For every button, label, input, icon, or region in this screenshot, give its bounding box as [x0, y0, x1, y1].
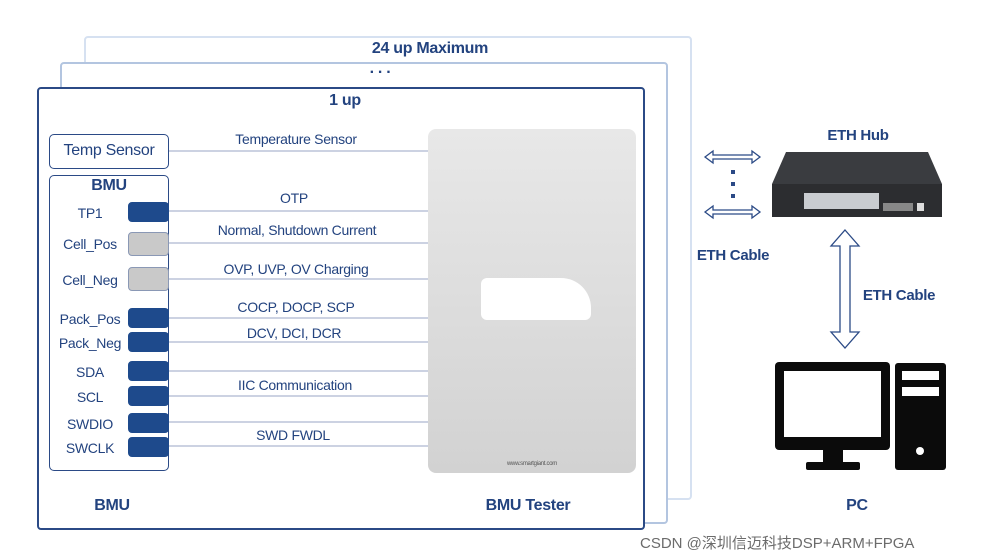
signal-label: Normal, Shutdown Current [217, 222, 377, 238]
pin-swdio [128, 413, 169, 433]
signal-label: DCV, DCI, DCR [246, 325, 342, 341]
pin-label: Cell_Pos [63, 236, 117, 252]
watermark: CSDN @深圳信迈科技DSP+ARM+FPGA [640, 535, 915, 552]
tester-url: www.smartgiant.com [507, 461, 557, 467]
signal-label: OTP [280, 190, 308, 206]
eth-hub-label: ETH Hub [827, 127, 889, 144]
pc-icon [775, 362, 946, 470]
signal-label: IIC Communication [238, 377, 352, 393]
pin-pack-neg [128, 332, 169, 352]
pin-label: Pack_Neg [58, 335, 122, 351]
pin-scl [128, 386, 169, 406]
tester-bottom-label: BMU Tester [485, 497, 571, 514]
pin-label: SDA [76, 364, 104, 380]
double-arrow-icon [703, 149, 861, 349]
pin-label: Pack_Pos [59, 311, 121, 327]
pin-tp1 [128, 202, 169, 222]
max-label: 24 up Maximum [371, 40, 489, 57]
pin-cell-neg [128, 267, 169, 291]
eth-hub-icon [772, 152, 942, 217]
pin-label: SWCLK [65, 440, 115, 456]
temp-sensor-label: Temp Sensor [63, 142, 155, 159]
signal-label: COCP, DOCP, SCP [237, 299, 355, 315]
signal-label: Temperature Sensor [235, 131, 357, 147]
pin-label: TP1 [77, 205, 103, 221]
pin-swclk [128, 437, 169, 457]
pin-label: SCL [76, 389, 104, 405]
pin-cell-pos [128, 232, 169, 256]
eth-cable-left-label: ETH Cable [696, 247, 770, 264]
pc-label: PC [846, 497, 868, 514]
pin-pack-pos [128, 308, 169, 328]
one-up-label: 1 up [329, 92, 361, 109]
pin-label: Cell_Neg [62, 272, 118, 288]
bmu-title: BMU [91, 177, 127, 194]
ellipsis: . . . [369, 60, 391, 77]
temp-sensor-box [49, 134, 169, 169]
pin-label: SWDIO [67, 416, 113, 432]
signal-label: OVP, UVP, OV Charging [223, 261, 369, 277]
signal-label: SWD FWDL [256, 427, 330, 443]
pin-sda [128, 361, 169, 381]
tester-logo-area [481, 278, 591, 320]
eth-cable-right-label: ETH Cable [862, 287, 936, 304]
bmu-bottom-label: BMU [94, 497, 130, 514]
